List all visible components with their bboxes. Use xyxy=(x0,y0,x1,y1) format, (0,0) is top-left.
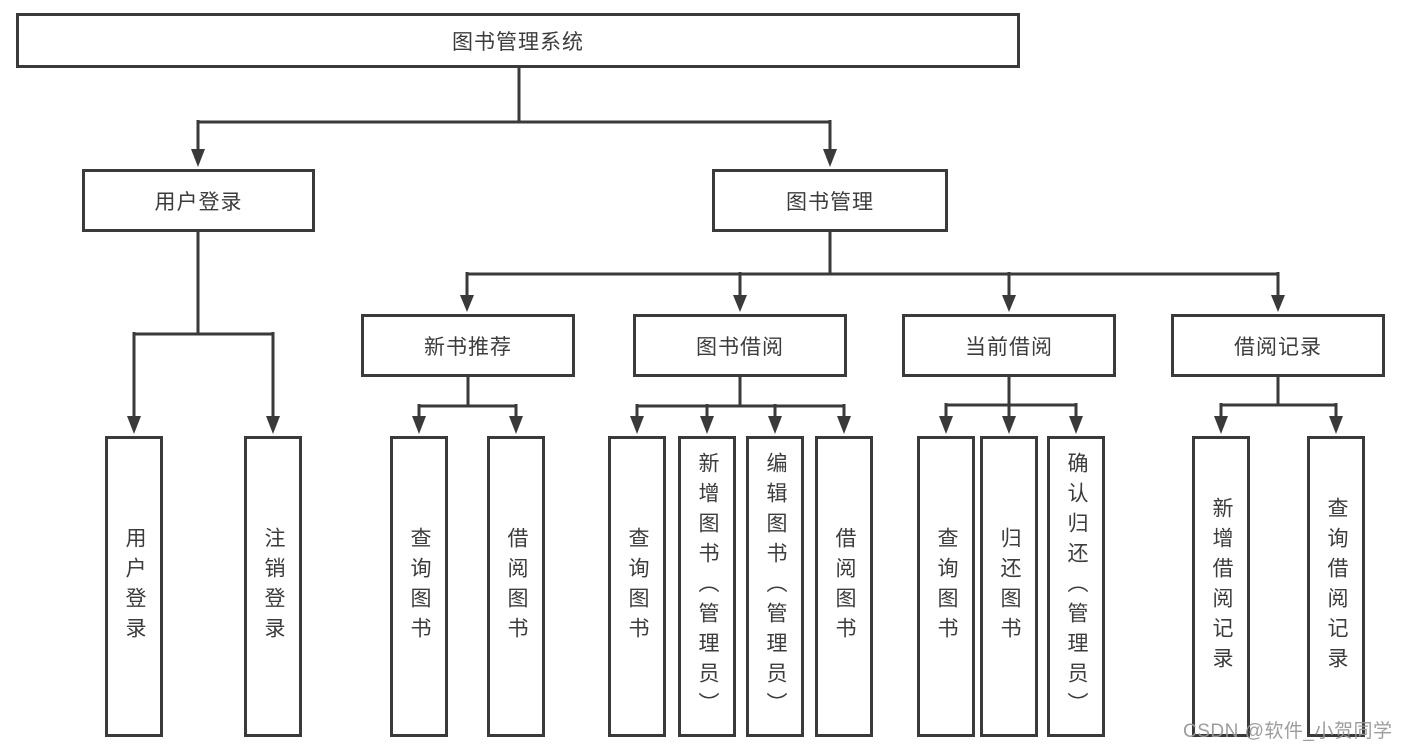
leaf-cb-confirm-return-admin: 确认归还（管理员） xyxy=(1047,436,1105,737)
leaf-nbr-query-books: 查询图书 xyxy=(390,436,448,737)
leaf-logout: 注销登录 xyxy=(244,436,302,737)
node-borrow-records: 借阅记录 xyxy=(1171,314,1385,377)
arrowheads xyxy=(127,149,1343,434)
leaf-bb-add-books-admin: 新增图书（管理员） xyxy=(678,436,736,737)
leaf-user-login: 用户登录 xyxy=(105,436,163,737)
leaf-nbr-borrow-books: 借阅图书 xyxy=(487,436,545,737)
node-user-login: 用户登录 xyxy=(82,169,315,232)
leaf-br-add-record: 新增借阅记录 xyxy=(1192,436,1250,737)
leaf-bb-edit-books-admin: 编辑图书（管理员） xyxy=(746,436,804,737)
node-root-system: 图书管理系统 xyxy=(16,13,1020,68)
node-current-borrow: 当前借阅 xyxy=(902,314,1116,377)
leaf-bb-query-books: 查询图书 xyxy=(608,436,666,737)
leaf-br-query-record: 查询借阅记录 xyxy=(1307,436,1365,737)
csdn-watermark: CSDN @软件_小贺同学 xyxy=(1183,721,1393,742)
node-book-management: 图书管理 xyxy=(712,169,948,232)
leaf-bb-borrow-books: 借阅图书 xyxy=(815,436,873,737)
leaf-cb-return-books: 归还图书 xyxy=(980,436,1038,737)
node-book-borrow: 图书借阅 xyxy=(633,314,847,377)
leaf-cb-query-books: 查询图书 xyxy=(917,436,975,737)
node-new-book-recommend: 新书推荐 xyxy=(361,314,575,377)
